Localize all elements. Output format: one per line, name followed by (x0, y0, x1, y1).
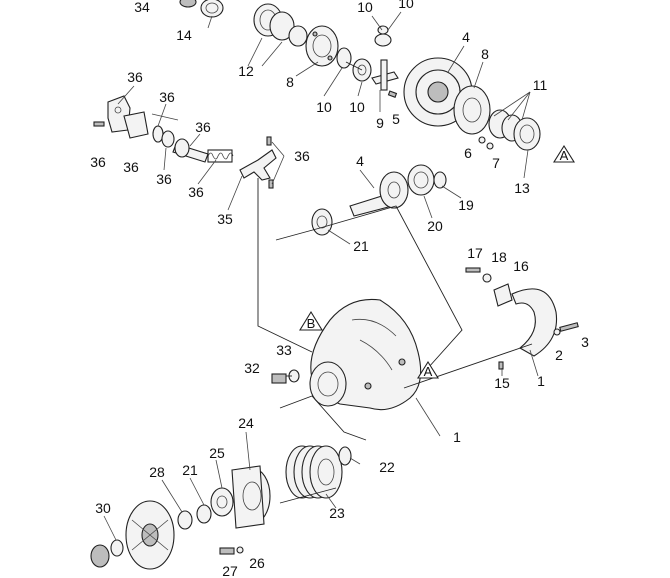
part-28-seal (177, 510, 193, 530)
callout-28: 28 (149, 464, 165, 480)
part-24-housing (231, 465, 271, 529)
part-18-washer (482, 273, 492, 283)
part-35-shift-fork (239, 149, 277, 181)
callout-10: 10 (316, 99, 332, 115)
callout-36: 36 (127, 69, 143, 85)
reference-marker-b: B (299, 310, 323, 331)
callout-10: 10 (349, 99, 365, 115)
callout-3: 3 (581, 334, 589, 350)
part-6-7-bolts (478, 136, 494, 150)
part-nut (90, 544, 110, 568)
callout-5: 5 (392, 111, 400, 127)
callout-4: 4 (462, 29, 470, 45)
callout-7: 7 (492, 155, 500, 171)
callout-8: 8 (481, 46, 489, 62)
part-32-plug (271, 373, 287, 384)
part-8-diff-case (305, 25, 339, 67)
callout-1: 1 (453, 429, 461, 445)
callout-36: 36 (156, 171, 172, 187)
callout-36: 36 (90, 154, 106, 170)
callout-22: 22 (379, 459, 395, 475)
part-36-bracket (107, 95, 149, 139)
part-36-spring (207, 149, 234, 163)
callout-36: 36 (294, 148, 310, 164)
reference-marker-label: A (560, 148, 569, 163)
part-12-bearing (253, 3, 308, 47)
part-10-pinion-gear (374, 25, 392, 47)
part-21-bearing-lower (196, 504, 212, 524)
part-5-pin (387, 90, 398, 98)
part-1-bearing-cap (511, 288, 558, 357)
callout-21: 21 (182, 462, 198, 478)
part-34-component (179, 0, 197, 8)
part-36-fork-pins (266, 136, 274, 189)
callout-32: 32 (244, 360, 260, 376)
part-11-bearing-set (488, 109, 541, 151)
callout-30: 30 (95, 500, 111, 516)
callout-6: 6 (464, 145, 472, 161)
callout-11: 11 (533, 77, 548, 93)
part-25-bearing (210, 487, 234, 517)
callout-12: 12 (238, 63, 254, 79)
callout-18: 18 (491, 249, 507, 265)
callout-17: 17 (467, 245, 483, 261)
part-20-bearing (407, 164, 435, 196)
callout-15: 15 (494, 375, 510, 391)
part-22-ring (338, 446, 352, 466)
part-9-spider-shaft (371, 59, 399, 91)
callout-26: 26 (249, 555, 265, 571)
callout-27: 27 (222, 563, 238, 578)
reference-marker-label: B (307, 316, 316, 331)
callout-36: 36 (159, 89, 175, 105)
part-2-washer (553, 328, 561, 336)
part-4-pinion-shaft (349, 171, 409, 217)
part-1-axle-housing (309, 298, 422, 411)
part-26-bolt (219, 547, 235, 555)
callout-9: 9 (376, 115, 384, 131)
assembly-lines (103, 11, 539, 541)
callout-10: 10 (357, 0, 373, 15)
callout-16: 16 (513, 258, 529, 274)
callout-21: 21 (353, 238, 369, 254)
reference-marker-label: A (424, 364, 433, 379)
part-27-washer (236, 546, 244, 554)
part-3-bolt (559, 322, 579, 332)
part-36-seal (152, 125, 175, 148)
callout-13: 13 (514, 180, 530, 196)
part-flange (125, 500, 175, 570)
part-14-washer (200, 0, 224, 18)
callout-23: 23 (329, 505, 345, 521)
part-17-bolt (465, 267, 481, 273)
callout-14: 14 (176, 27, 192, 43)
callout-20: 20 (427, 218, 443, 234)
part-36-screw-left (93, 121, 105, 127)
callout-1: 1 (537, 373, 545, 389)
callout-36: 36 (195, 119, 211, 135)
part-23-clutch-plates (285, 445, 343, 499)
callout-19: 19 (458, 197, 474, 213)
part-19-spacer (433, 171, 447, 189)
part-15-pin (498, 361, 504, 370)
callout-10: 10 (398, 0, 414, 11)
part-36-shaft (172, 138, 209, 163)
callout-36: 36 (123, 159, 139, 175)
callout-35: 35 (217, 211, 233, 227)
callout-33: 33 (276, 342, 292, 358)
reference-marker-a-top: A (553, 144, 575, 163)
callout-25: 25 (209, 445, 225, 461)
callout-34: 34 (134, 0, 150, 15)
part-10-thrust-washer (336, 47, 352, 69)
callout-4: 4 (356, 153, 364, 169)
part-16-plate (493, 283, 513, 307)
callout-labels: 34 14 12 8 10 10 10 10 9 5 4 8 11 6 7 13… (90, 0, 589, 578)
callout-8: 8 (286, 74, 294, 90)
reference-marker-a-housing: A (417, 360, 439, 379)
part-8-diff-half (453, 85, 491, 135)
part-30-washer (110, 539, 124, 557)
callout-36: 36 (188, 184, 204, 200)
callout-2: 2 (555, 347, 563, 363)
callout-24: 24 (238, 415, 254, 431)
